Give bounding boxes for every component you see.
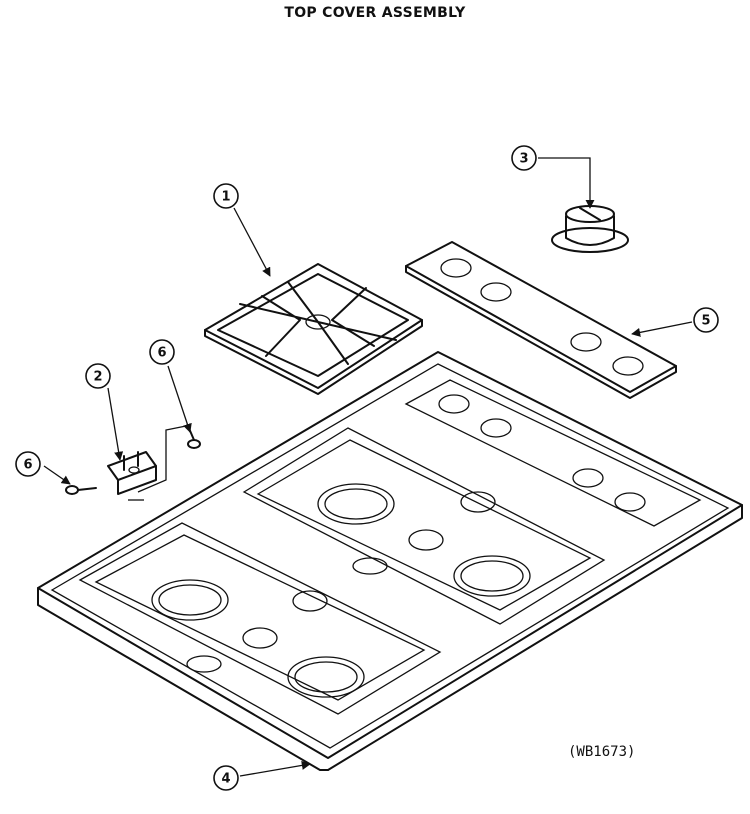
callout-1-number: 1	[221, 190, 230, 205]
callout-2-number: 2	[93, 370, 102, 385]
callout-4: 4	[213, 765, 239, 791]
callout-6-upper-number: 6	[157, 346, 166, 361]
diagram-title: TOP COVER ASSEMBLY	[284, 5, 466, 21]
callout-5-number: 5	[701, 314, 710, 329]
callout-2: 2	[85, 363, 111, 389]
callout-3: 3	[511, 145, 537, 171]
callout-6-lower-number: 6	[23, 458, 32, 473]
screw-part	[65, 425, 201, 495]
callout-3-number: 3	[519, 152, 528, 167]
top-cover-part	[37, 351, 743, 771]
callout-1: 1	[213, 183, 239, 209]
reference-code: (WB1673)	[568, 744, 636, 760]
callout-5: 5	[693, 307, 719, 333]
callout-6-lower: 6	[15, 451, 41, 477]
callout-6-upper: 6	[149, 339, 175, 365]
bracket-part	[107, 451, 157, 495]
grate-part	[204, 263, 423, 395]
callout-4-number: 4	[221, 772, 230, 787]
knob-part	[551, 205, 629, 253]
control-panel-part	[405, 241, 677, 399]
